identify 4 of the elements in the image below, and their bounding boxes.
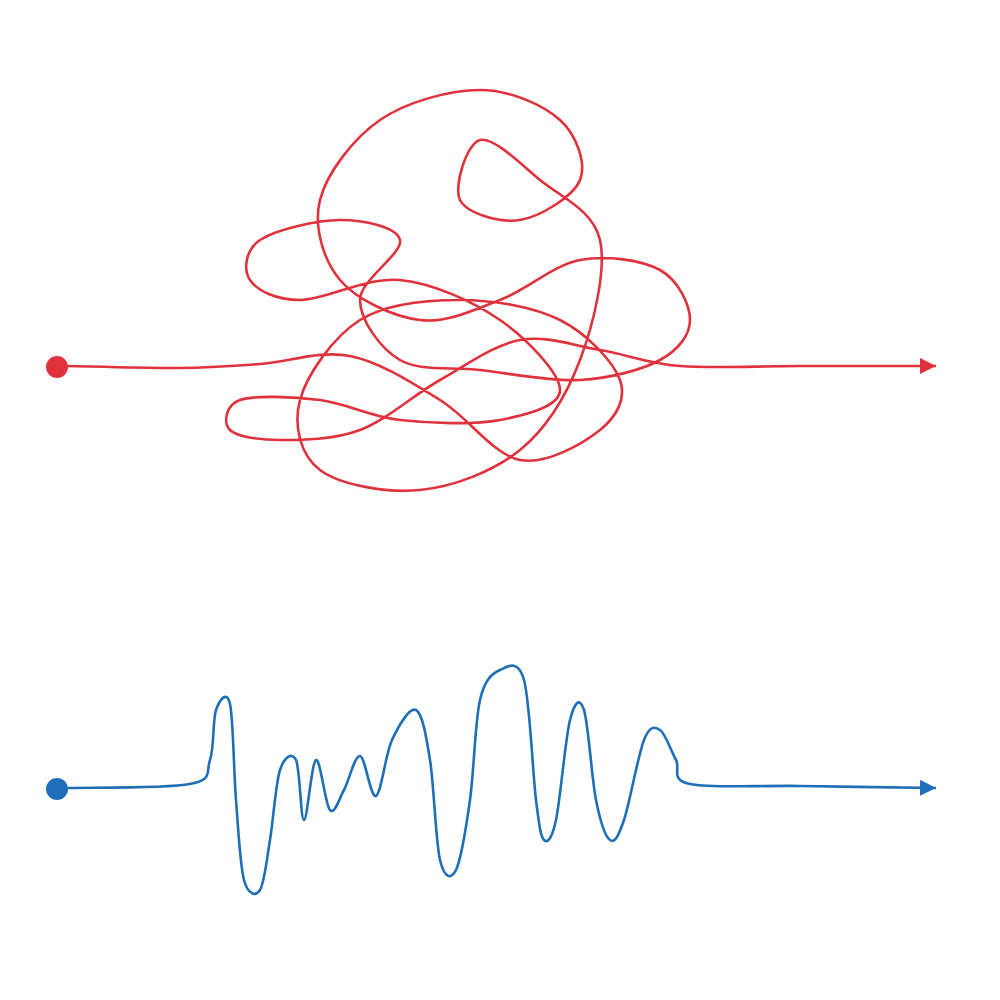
arrow bbox=[67, 88, 936, 492]
start-dot bbox=[45, 355, 67, 377]
start-dot bbox=[45, 777, 67, 799]
arrow bbox=[68, 664, 936, 893]
